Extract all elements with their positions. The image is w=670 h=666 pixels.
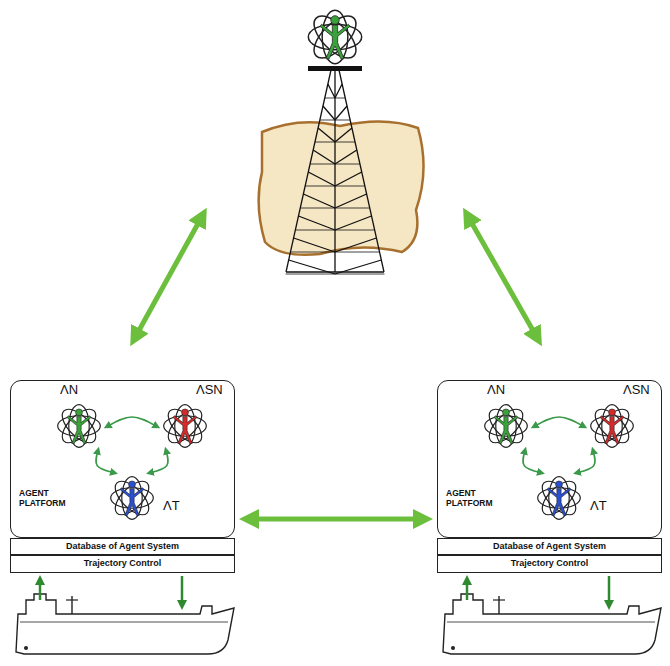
agent-label: ΛSN (622, 383, 651, 397)
link-arrow (470, 220, 535, 334)
bar-label: Database of Agent System (66, 542, 179, 552)
system-bar: Database of Agent System (437, 538, 662, 555)
agent-label: ΛT (162, 499, 181, 513)
agent-label: ΛT (589, 499, 608, 513)
land-region (259, 121, 424, 254)
agent-figure (106, 475, 158, 521)
agent-link (108, 417, 156, 426)
link-arrow (137, 220, 200, 334)
agent-node: ΛN (53, 403, 105, 449)
bar-label: Database of Agent System (493, 542, 606, 552)
agent-node: ΛSN (586, 403, 638, 449)
agent-label: ΛSN (195, 383, 224, 397)
bar-label: Trajectory Control (84, 559, 162, 569)
agent-node: ΛN (480, 403, 532, 449)
agent-figure (480, 403, 532, 449)
agent-figure (533, 475, 585, 521)
agent-figure (586, 403, 638, 449)
agent-label: ΛN (486, 383, 506, 397)
agent-link (96, 451, 113, 472)
agent-link (523, 451, 540, 472)
tower-platform (308, 66, 362, 71)
platform-label: AGENT PLATFORM (446, 489, 508, 509)
agent-node: ΛSN (159, 403, 211, 449)
agent-label: ΛN (59, 383, 79, 397)
agent-link (151, 451, 168, 472)
agent-figure (53, 403, 105, 449)
agent-node: ΛT (533, 475, 585, 521)
agent-platform-box: ΛNΛSNΛTAGENT PLATFORM (437, 380, 662, 538)
ship (16, 576, 234, 654)
system-bar: Trajectory Control (437, 555, 662, 573)
radio-tower (286, 70, 385, 274)
platform-label: AGENT PLATFORM (19, 489, 81, 509)
agent-node: ΛT (106, 475, 158, 521)
agent-link (535, 417, 583, 426)
bar-label: Trajectory Control (511, 559, 589, 569)
tower-agent (307, 9, 363, 65)
agent-figure (159, 403, 211, 449)
agent-link (578, 451, 595, 472)
platform-link (253, 517, 419, 522)
ship (443, 576, 661, 654)
agent-platform-box: ΛNΛSNΛTAGENT PLATFORM (10, 380, 235, 538)
system-bar: Trajectory Control (10, 555, 235, 573)
system-bar: Database of Agent System (10, 538, 235, 555)
